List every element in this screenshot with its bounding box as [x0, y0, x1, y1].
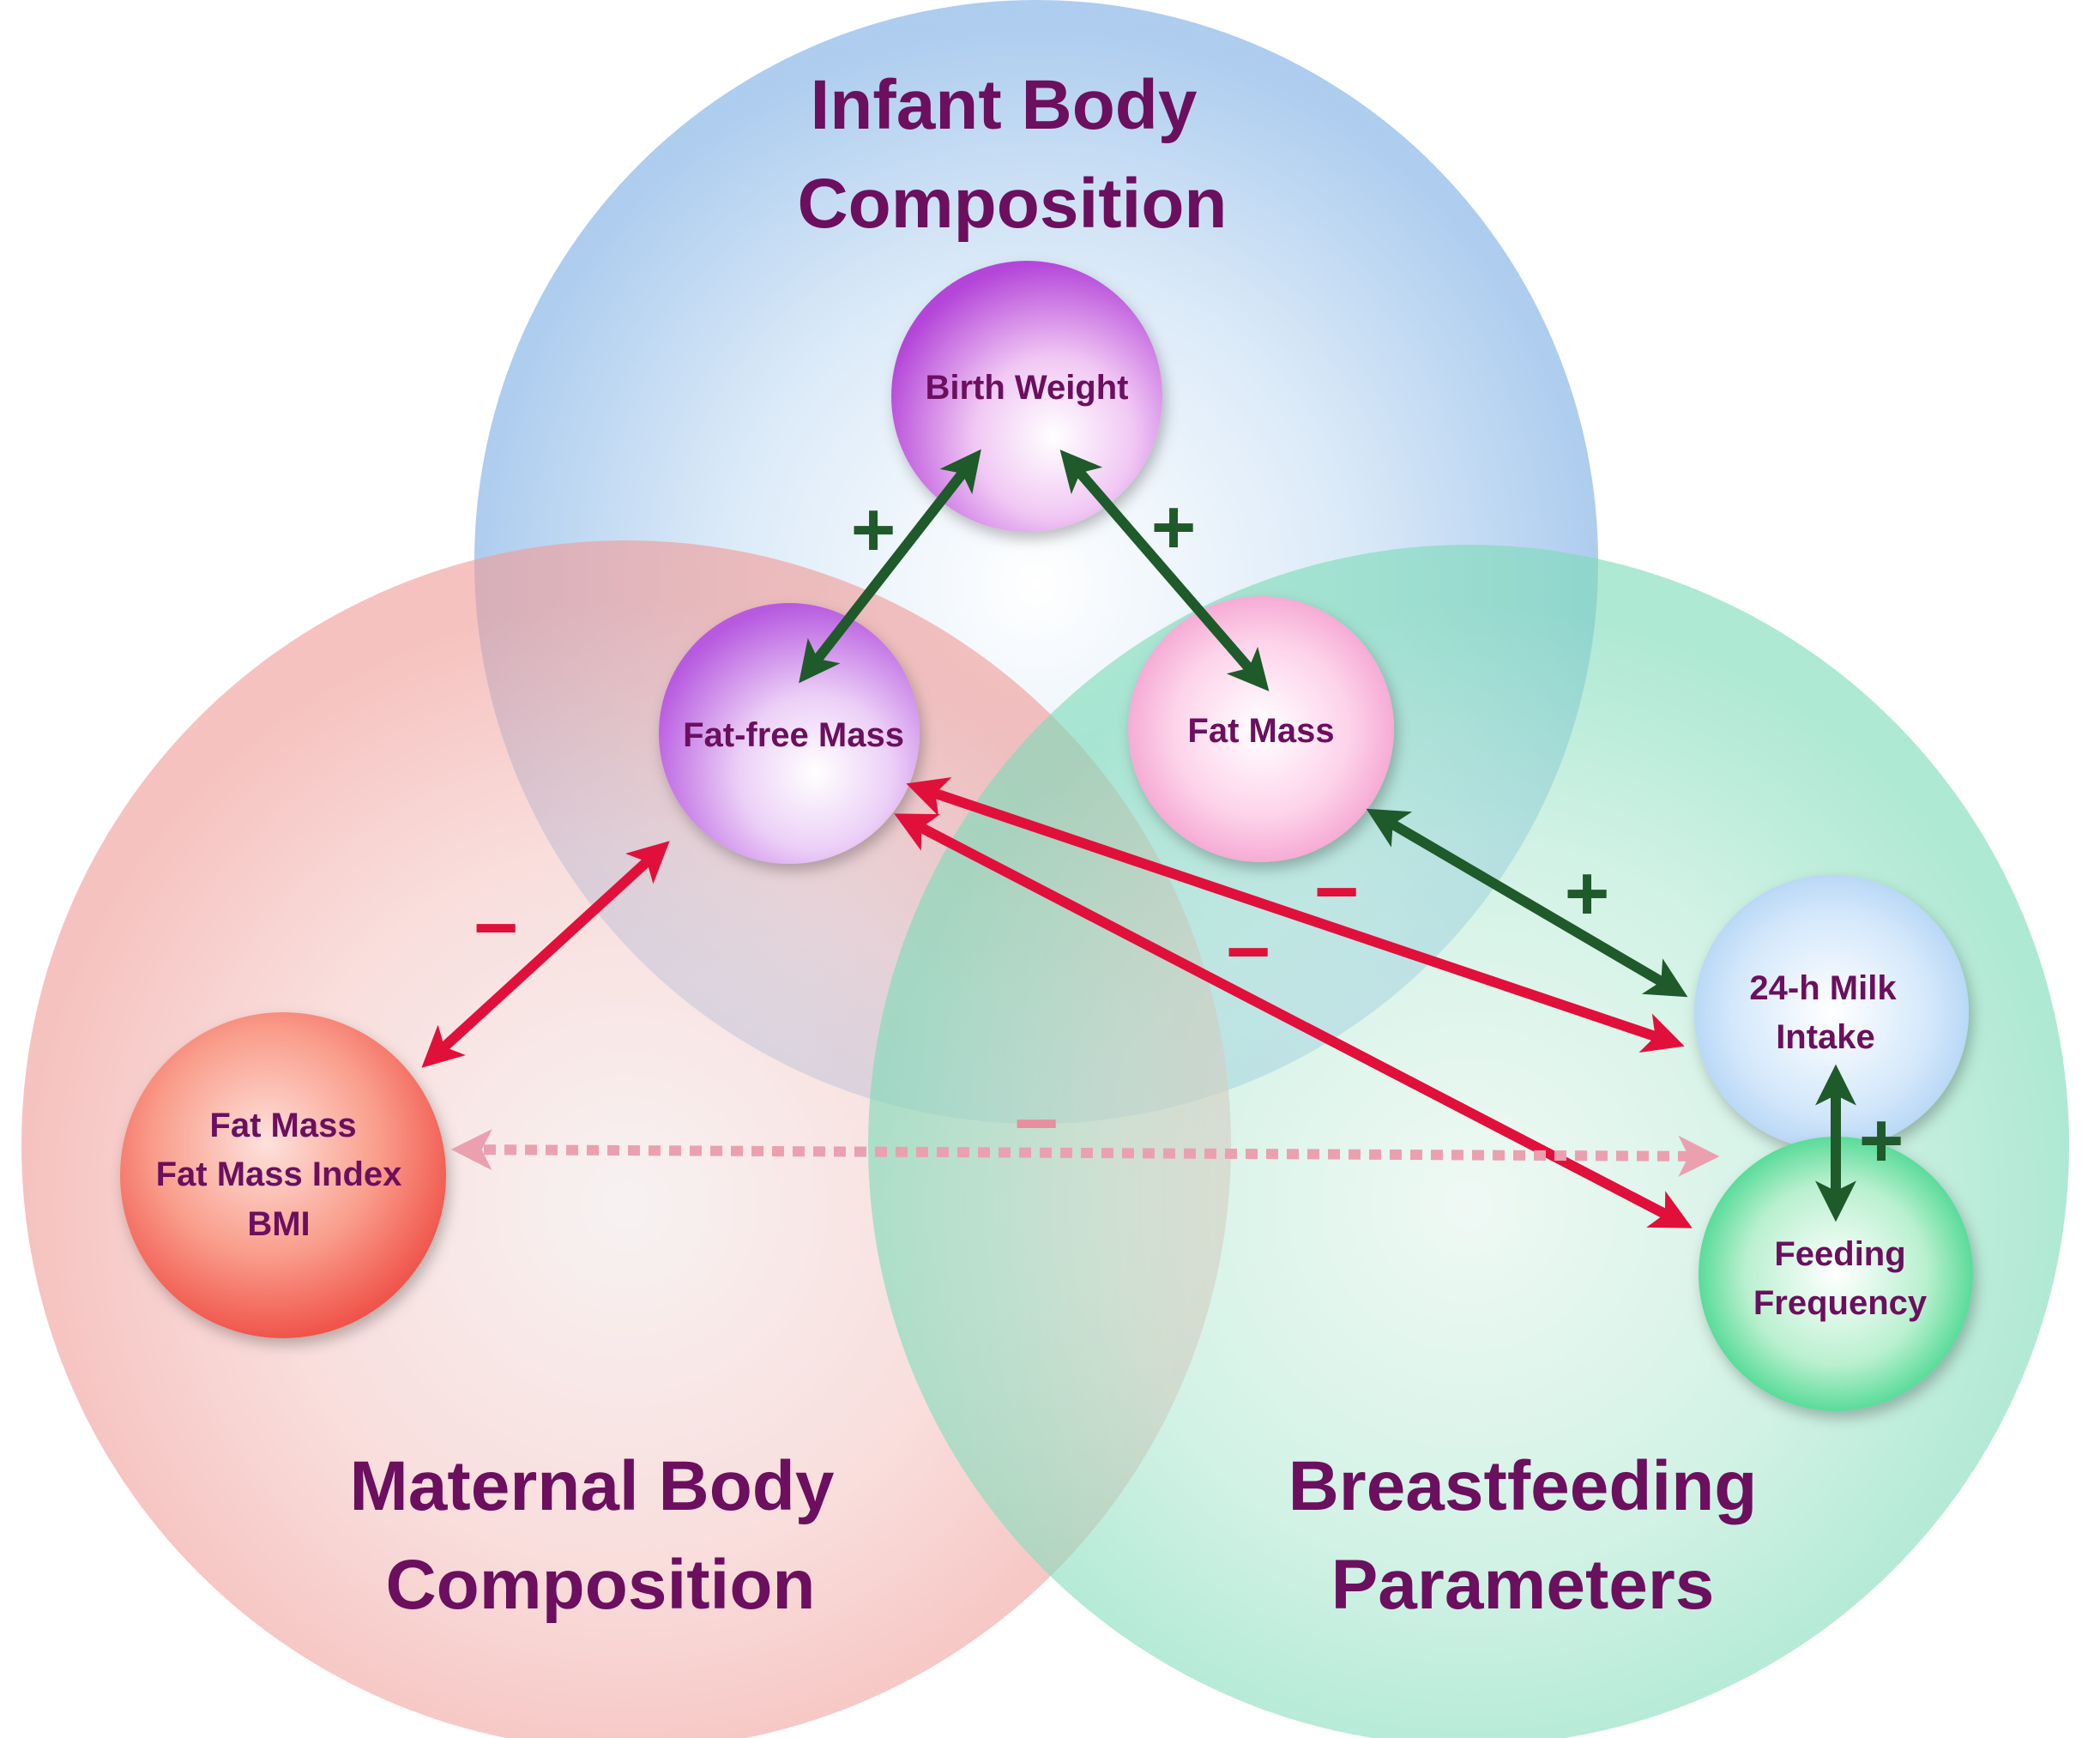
- feeding-frequency-label-line2: Frequency: [1753, 1284, 1928, 1322]
- feeding-frequency-label-line1: Feeding: [1774, 1235, 1905, 1273]
- breastfeeding-group-title-line1: Breastfeeding: [1288, 1447, 1758, 1525]
- sign-maternal-fat-free-mass: −: [474, 885, 519, 971]
- sign-birth-weight-fat-mass: +: [1151, 485, 1197, 570]
- birth-weight-label: Birth Weight: [925, 369, 1128, 407]
- arrow-birth-weight-fat-mass: [1059, 450, 1270, 691]
- maternal-group-title-line2: Composition: [385, 1546, 815, 1624]
- milk-intake-label-line2: Intake: [1776, 1018, 1875, 1056]
- infant-fat-mass-label: Fat Mass: [1187, 712, 1334, 750]
- sign-milk-intake-feeding-frequency: +: [1859, 1098, 1904, 1184]
- arrow-birth-weight-fat-free-mass: [799, 449, 981, 684]
- infant-group-title-line1: Infant Body: [811, 66, 1198, 144]
- sign-fat-free-mass-feeding-frequency: −: [1226, 909, 1271, 995]
- arrow-fat-mass-milk-intake: [1366, 808, 1688, 998]
- maternal-group-title-line1: Maternal Body: [350, 1447, 835, 1525]
- sign-birth-weight-fat-free-mass: +: [851, 487, 896, 573]
- breastfeeding-group-title-line2: Parameters: [1331, 1546, 1715, 1624]
- fat-free-mass-label: Fat-free Mass: [683, 716, 904, 754]
- maternal-measures-label-line3: BMI: [247, 1205, 310, 1243]
- sign-maternal-feeding-frequency: −: [1014, 1081, 1059, 1167]
- infant-group-title-line2: Composition: [797, 165, 1227, 243]
- milk-intake-node: [1694, 875, 1969, 1150]
- arrow-maternal-feeding-frequency: [450, 1129, 1720, 1177]
- arrow-maternal-fat-free-mass: [421, 841, 670, 1068]
- maternal-measures-node: [120, 1012, 446, 1338]
- milk-intake-label-line1: 24-h Milk: [1749, 969, 1897, 1007]
- maternal-measures-label-line1: Fat Mass: [209, 1107, 356, 1144]
- sign-fat-free-mass-milk-intake: −: [1314, 849, 1360, 935]
- sign-fat-mass-milk-intake: +: [1565, 851, 1610, 937]
- feeding-frequency-node: [1699, 1137, 1973, 1411]
- maternal-measures-label-line2: Fat Mass Index: [156, 1156, 402, 1193]
